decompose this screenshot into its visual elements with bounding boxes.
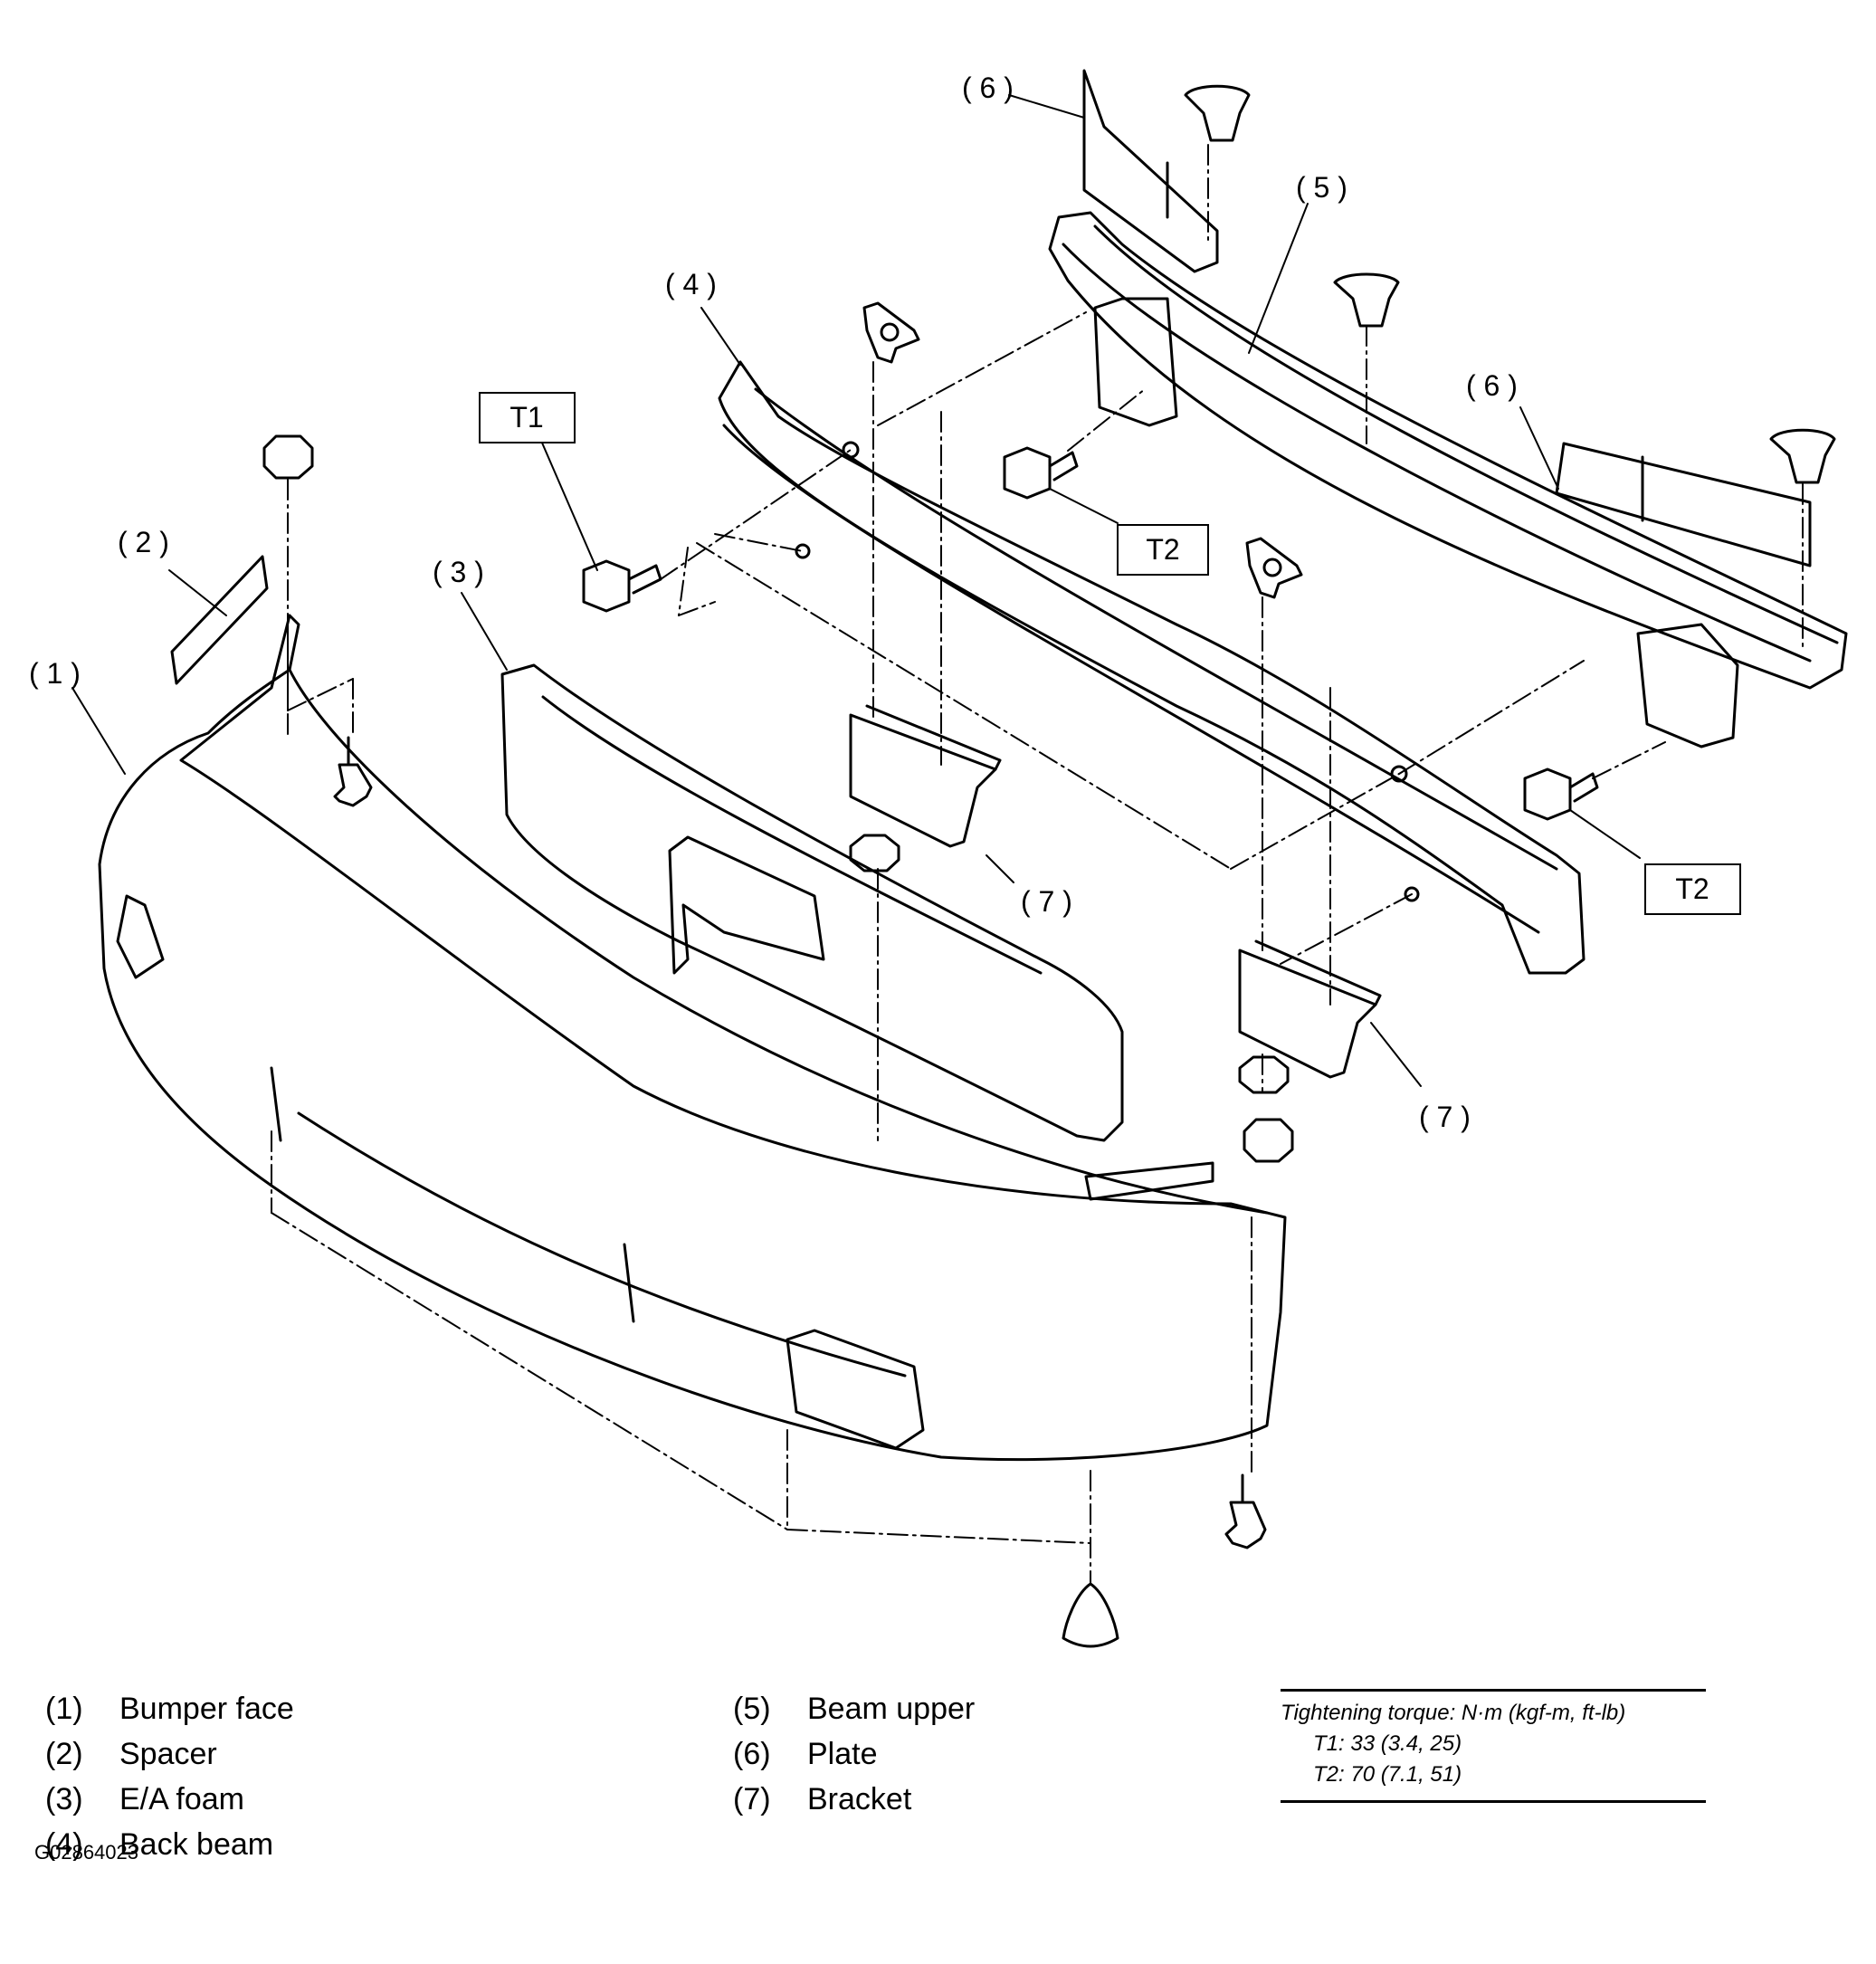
legend-item-5: (5) Beam upper xyxy=(733,1691,975,1727)
callout-6-top: ( 6 ) xyxy=(962,72,1014,104)
legend-label: E/A foam xyxy=(119,1782,244,1816)
legend-label: Plate xyxy=(807,1737,878,1771)
torque-label-t1: T1 xyxy=(509,401,543,434)
legend-item-4: (4) Back beam xyxy=(45,1826,273,1863)
callout-7-left: ( 7 ) xyxy=(1021,885,1072,918)
clip-top-right xyxy=(1245,537,1303,599)
torque-box-t2-lower: T2 xyxy=(1644,863,1741,915)
torque-box-t2-upper: T2 xyxy=(1117,524,1209,576)
cap-nut-right xyxy=(1243,1118,1294,1163)
bolt-left xyxy=(333,736,373,807)
bumper-face xyxy=(98,614,1287,1462)
torque-title: Tightening torque: N·m (kgf-m, ft-lb) xyxy=(1281,1701,1626,1725)
assembly-lines xyxy=(271,144,1804,1585)
callout-3: ( 3 ) xyxy=(433,556,484,588)
nut-right xyxy=(1238,1055,1290,1094)
bolt-t1 xyxy=(582,559,662,613)
legend-num: (2) xyxy=(45,1737,83,1771)
callout-4: ( 4 ) xyxy=(665,268,717,300)
legend-label: Bracket xyxy=(807,1782,912,1816)
cap-nut-top-left xyxy=(262,434,314,480)
push-pin-3 xyxy=(1769,428,1836,484)
bracket-left xyxy=(849,704,1002,848)
bolt-t2-lower xyxy=(1523,767,1599,821)
divider xyxy=(1281,1800,1706,1803)
legend-item-6: (6) Plate xyxy=(733,1736,878,1772)
push-pin-2 xyxy=(1333,272,1400,328)
beam-upper xyxy=(1048,211,1848,748)
legend-item-1: (1) Bumper face xyxy=(45,1691,294,1727)
divider xyxy=(1281,1689,1706,1692)
legend-label: Bumper face xyxy=(119,1692,294,1726)
legend-label: Back beam xyxy=(119,1827,274,1862)
clip-top-left xyxy=(862,301,920,364)
nut-left xyxy=(849,834,900,872)
legend-num: (5) xyxy=(733,1692,771,1726)
callout-7-right: ( 7 ) xyxy=(1419,1101,1471,1133)
plate-right xyxy=(1555,442,1812,567)
legend-label: Beam upper xyxy=(807,1692,976,1726)
legend-item-3: (3) E/A foam xyxy=(45,1781,244,1817)
legend-num: (7) xyxy=(733,1782,771,1816)
torque-label-t2-lower: T2 xyxy=(1675,872,1709,905)
leader-lines xyxy=(71,94,1641,1087)
legend-num: (1) xyxy=(45,1692,83,1726)
tightening-torque-table: Tightening torque: N·m (kgf-m, ft-lb) T1… xyxy=(1281,1689,1706,1803)
spacer xyxy=(170,555,269,685)
legend-label: Spacer xyxy=(119,1737,217,1771)
ea-foam xyxy=(500,663,1124,1142)
bolt-t2-upper xyxy=(1003,446,1079,500)
torque-t1-value: T1: 33 (3.4, 25) xyxy=(1313,1731,1462,1756)
callout-labels: ( 1 ) ( 2 ) ( 3 ) ( 4 ) ( 5 ) ( 6 ) ( 6 … xyxy=(29,72,1518,1133)
callout-6-right: ( 6 ) xyxy=(1466,369,1518,402)
push-pin-1 xyxy=(1184,84,1251,142)
callout-5: ( 5 ) xyxy=(1296,171,1347,204)
legend-num: (6) xyxy=(733,1737,771,1771)
push-pin-4 xyxy=(1062,1582,1119,1648)
legend-item-2: (2) Spacer xyxy=(45,1736,217,1772)
torque-t2-value: T2: 70 (7.1, 51) xyxy=(1313,1762,1462,1787)
torque-box-t1: T1 xyxy=(479,392,576,443)
legend-num: (4) xyxy=(45,1827,83,1862)
torque-label-t2-upper: T2 xyxy=(1146,533,1179,566)
callout-2: ( 2 ) xyxy=(118,526,169,558)
plate-upper-left xyxy=(1082,69,1219,273)
back-beam xyxy=(718,360,1586,975)
callout-1: ( 1 ) xyxy=(29,657,81,690)
legend-item-7: (7) Bracket xyxy=(733,1781,911,1817)
bracket-right xyxy=(1238,939,1382,1079)
bolt-bottom xyxy=(1224,1473,1267,1549)
figure-id: G02864023 xyxy=(34,1841,138,1864)
legend-num: (3) xyxy=(45,1782,83,1816)
